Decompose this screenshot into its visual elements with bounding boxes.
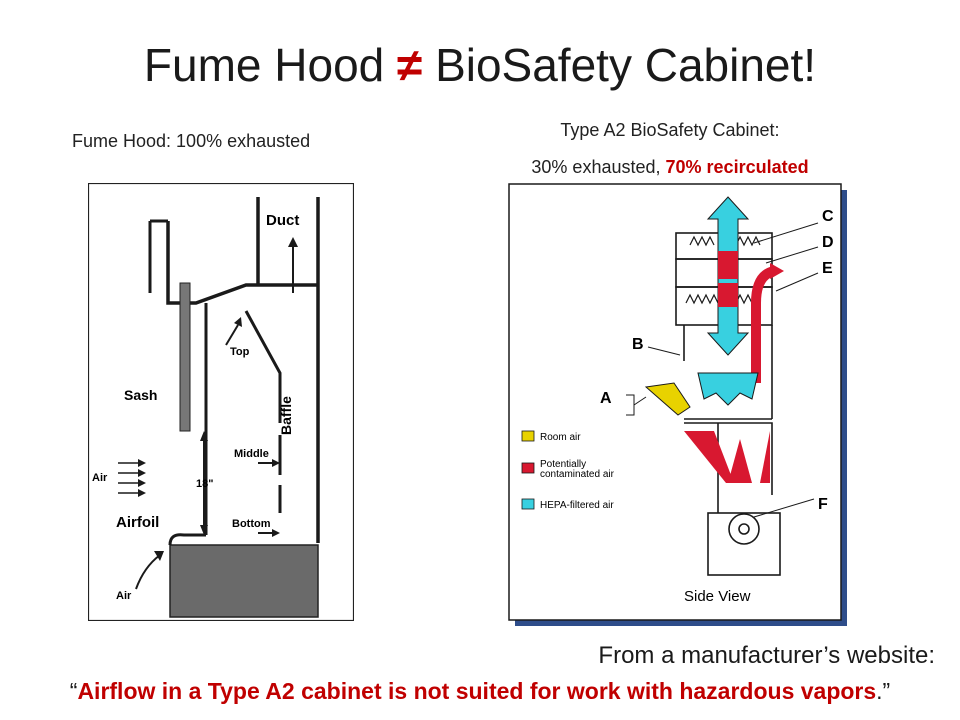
title-fume-hood: Fume Hood — [143, 39, 385, 91]
legend-swatch-contaminated — [521, 462, 535, 474]
quote-source: From a manufacturer’s website: — [598, 642, 935, 669]
bsc-caption-line2: 30% exhausted, 70% recirculated — [470, 157, 870, 178]
quote-text: Airflow in a Type A2 cabinet is not suit… — [77, 678, 877, 704]
height-label: 18" — [196, 478, 213, 490]
quote-open: “ — [69, 678, 78, 704]
air-label-bottom: Air — [116, 590, 132, 602]
label-e: E — [822, 260, 833, 277]
sash-label: Sash — [124, 387, 157, 403]
legend-contaminated-line1: Potentially — [540, 459, 586, 470]
label-a: A — [600, 390, 612, 407]
legend-swatch-room-air — [521, 430, 535, 442]
not-equal-symbol: ≠ — [397, 39, 423, 91]
label-c: C — [822, 208, 834, 225]
legend-swatch-hepa — [521, 498, 535, 510]
fume-hood-caption: Fume Hood: 100% exhausted — [72, 131, 311, 151]
bsc-diagram: C D E B A F Room air Potentially contami… — [508, 183, 847, 626]
legend-contaminated: Potentially contaminated air — [540, 459, 615, 480]
bsc-caption-line1: Type A2 BioSafety Cabinet: — [560, 120, 780, 140]
label-d: D — [822, 234, 834, 251]
legend-room-air: Room air — [540, 432, 581, 443]
baffle-label: Baffle — [278, 396, 294, 435]
top-label: Top — [230, 346, 250, 358]
label-f: F — [818, 496, 828, 513]
legend-contaminated-line2: contaminated air — [540, 469, 615, 480]
airfoil-label: Airfoil — [116, 514, 159, 531]
middle-label: Middle — [234, 448, 269, 460]
fume-hood-diagram: Duct Top Sash Baffle Middle 18" Air Airf… — [88, 183, 354, 621]
bottom-label: Bottom — [232, 518, 271, 530]
quote: “Airflow in a Type A2 cabinet is not sui… — [0, 678, 960, 705]
label-b: B — [632, 336, 644, 353]
air-label-left: Air — [92, 472, 108, 484]
bsc-exhausted: 30% exhausted, — [531, 157, 661, 177]
legend-hepa: HEPA-filtered air — [540, 500, 614, 511]
side-view-label: Side View — [684, 588, 751, 605]
slide-title: Fume Hood ≠ BioSafety Cabinet! — [0, 38, 960, 92]
quote-close: .” — [876, 678, 891, 704]
duct-label: Duct — [266, 212, 299, 229]
title-biosafety: BioSafety Cabinet! — [435, 39, 817, 91]
bsc-recirculated: 70% recirculated — [665, 157, 809, 177]
